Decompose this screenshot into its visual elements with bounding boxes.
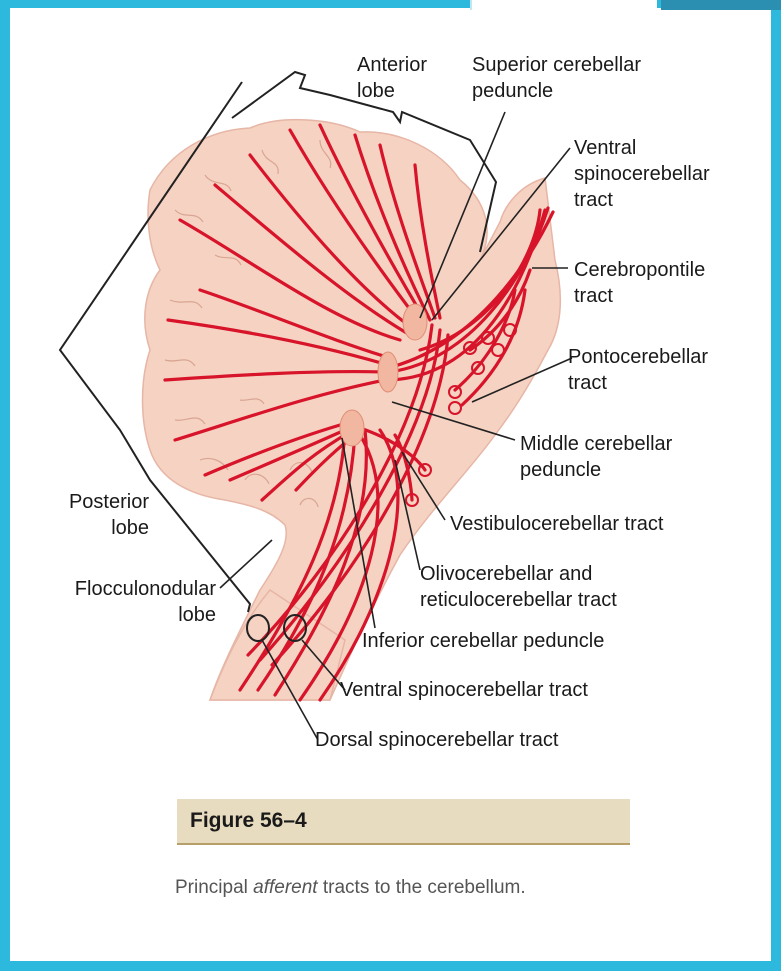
label-superior-cerebellar-peduncle: Superior cerebellar peduncle — [472, 52, 641, 104]
label-ventral-spinocerebellar-tract-bottom: Ventral spinocerebellar tract — [340, 677, 588, 703]
label-posterior-lobe: Posterior lobe — [53, 489, 149, 541]
caption-text-italic: afferent — [253, 877, 317, 898]
label-vestibulocerebellar-tract: Vestibulocerebellar tract — [450, 511, 663, 537]
caption-text-after: tracts to the cerebellum. — [318, 877, 526, 898]
label-pontocerebellar-tract: Pontocerebellar tract — [568, 344, 708, 396]
label-inferior-cerebellar-peduncle: Inferior cerebellar peduncle — [362, 628, 604, 654]
label-flocculonodular-lobe: Flocculonodular lobe — [48, 576, 216, 628]
figure-title: Figure 56–4 — [190, 809, 307, 833]
label-olivocerebellar-reticulocerebellar-tract: Olivocerebellar and reticulocerebellar t… — [420, 561, 617, 613]
label-ventral-spinocerebellar-tract-top: Ventral spinocerebellar tract — [574, 135, 710, 213]
caption-text-before: Principal — [175, 877, 253, 898]
label-anterior-lobe: Anterior lobe — [357, 52, 427, 104]
label-middle-cerebellar-peduncle: Middle cerebellar peduncle — [520, 431, 672, 483]
figure-caption: Principal afferent tracts to the cerebel… — [175, 877, 526, 899]
label-dorsal-spinocerebellar-tract: Dorsal spinocerebellar tract — [315, 727, 558, 753]
label-cerebropontile-tract: Cerebropontile tract — [574, 257, 705, 309]
